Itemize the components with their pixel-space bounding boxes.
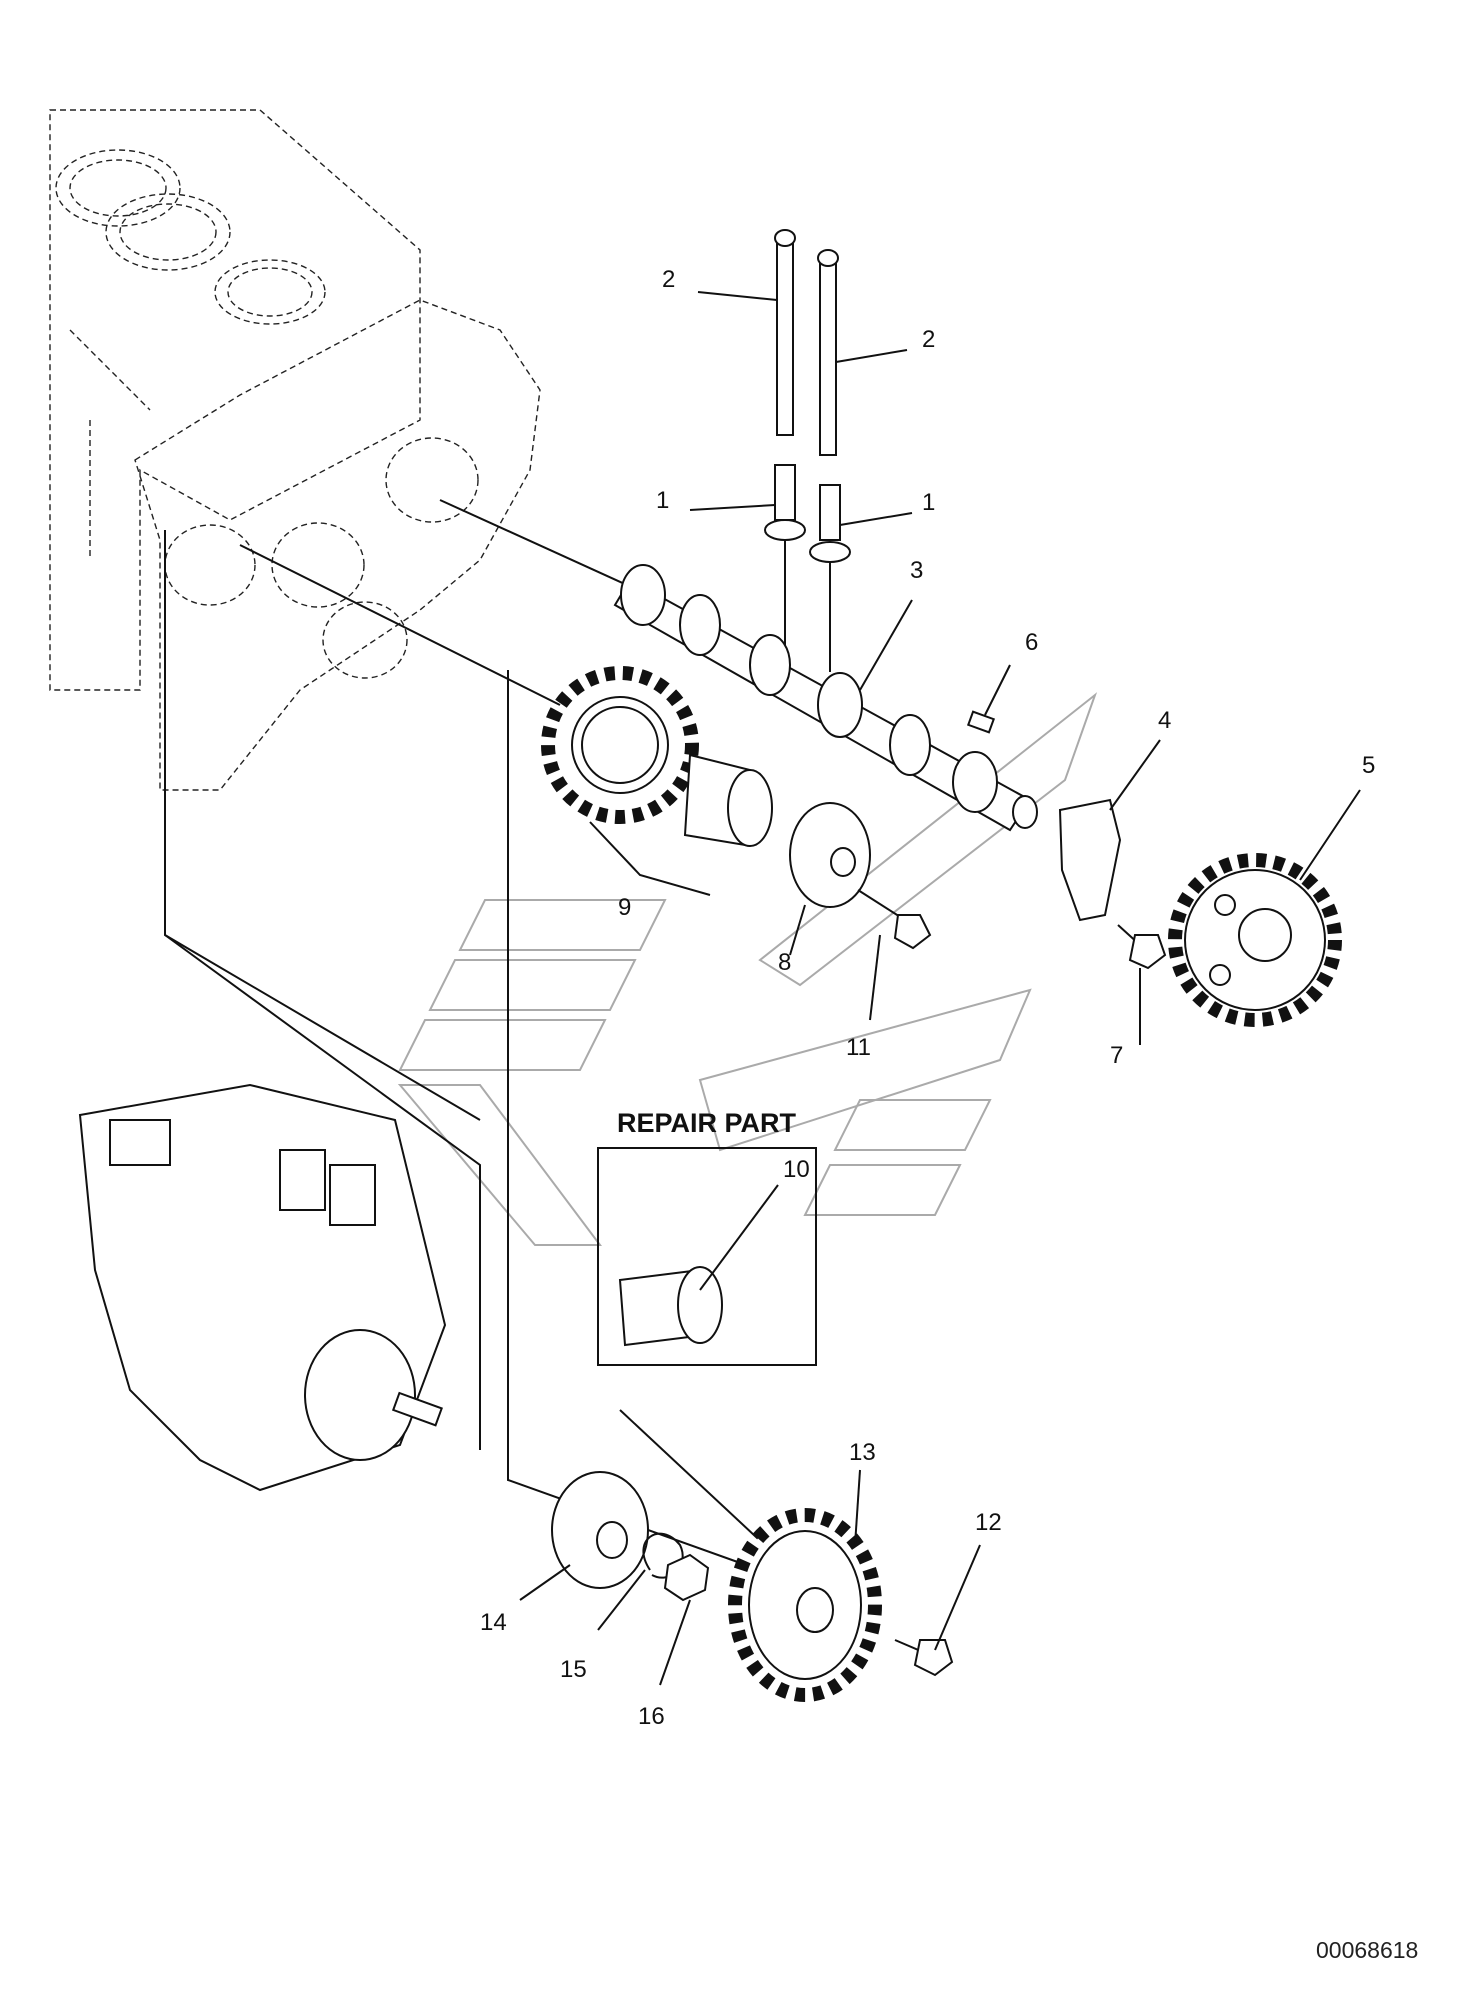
camshaft	[613, 564, 1038, 832]
nut	[663, 1553, 710, 1602]
bushing	[683, 753, 773, 847]
callout-7: 7	[1110, 1042, 1123, 1069]
callout-12: 12	[975, 1509, 1002, 1536]
bolt-7	[1117, 924, 1167, 970]
key	[966, 710, 996, 734]
cam-gear	[1168, 853, 1342, 1027]
callout-15: 15	[560, 1656, 587, 1683]
callout-4: 4	[1158, 707, 1171, 734]
pump-drive-gear	[728, 1508, 882, 1702]
callout-1-right: 1	[922, 489, 935, 516]
fuel-injection-pump	[78, 1083, 447, 1492]
callout-3: 3	[910, 557, 923, 584]
callout-14: 14	[480, 1609, 507, 1636]
repair-part-inset	[597, 1147, 817, 1366]
callout-1-left: 1	[656, 487, 669, 514]
bolt-11	[857, 889, 932, 950]
callout-11: 11	[846, 1034, 871, 1061]
reference-number: 00068618	[1316, 1937, 1418, 1963]
callout-2-left: 2	[662, 266, 675, 293]
callout-labels: 1 1 2 2 3 4 5 6 7 8 9 10 11 12 13 14 15 …	[480, 266, 1375, 1730]
gear-case-cover	[134, 299, 541, 791]
push-rods	[774, 229, 839, 456]
callout-9: 9	[618, 894, 631, 921]
tappets	[764, 464, 851, 672]
callout-16: 16	[638, 1703, 665, 1730]
callout-6: 6	[1025, 629, 1038, 656]
idle-shaft	[789, 802, 871, 908]
callout-10: 10	[783, 1156, 810, 1183]
leader-lines	[519, 291, 1361, 1686]
callout-2-right: 2	[922, 326, 935, 353]
thrust-plate	[1058, 798, 1122, 922]
callout-8: 8	[778, 949, 791, 976]
bolt-12	[894, 1639, 954, 1677]
pump-hub	[551, 1471, 649, 1589]
idle-gear	[541, 666, 699, 824]
repair-part-heading: REPAIR PART	[617, 1108, 797, 1138]
callout-13: 13	[849, 1439, 876, 1466]
engine-block	[49, 109, 421, 691]
callout-5: 5	[1362, 752, 1375, 779]
